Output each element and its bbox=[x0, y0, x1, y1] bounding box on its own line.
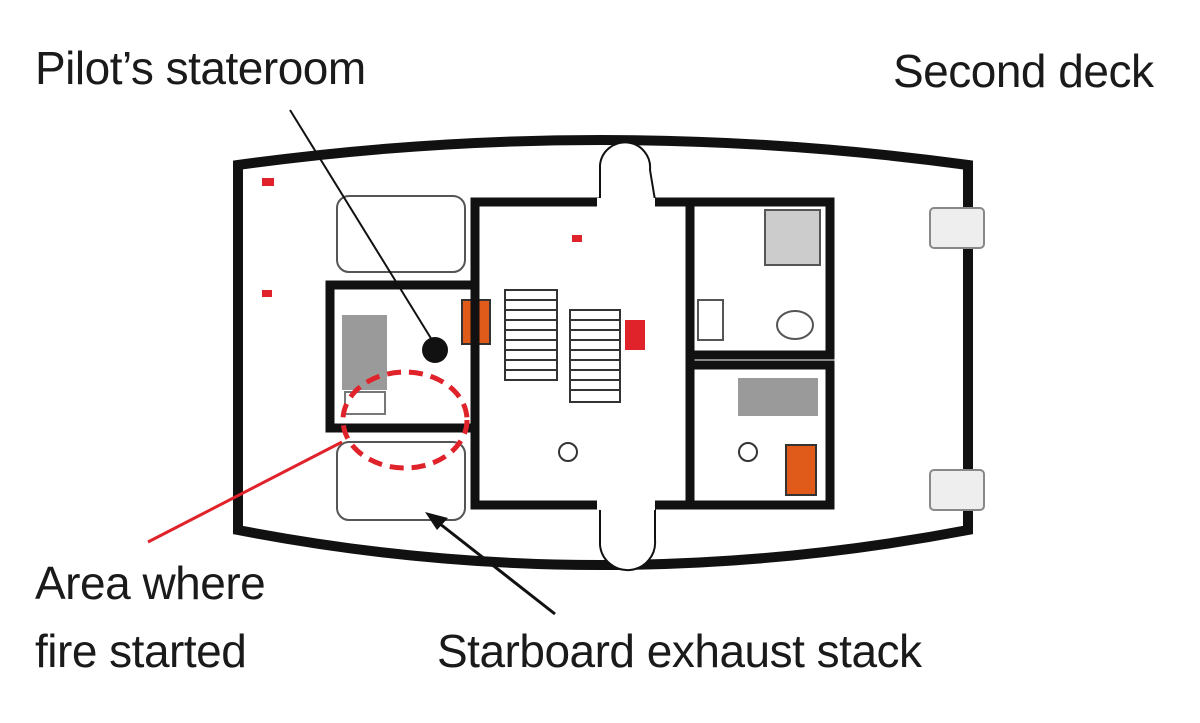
door-top bbox=[599, 141, 656, 201]
fire-extinguisher-panel bbox=[625, 320, 645, 350]
stairs-lower bbox=[569, 309, 621, 403]
equipment-orange-2 bbox=[785, 444, 817, 496]
pilot-leader-line bbox=[289, 109, 433, 341]
label-exhaust-stack: Starboard exhaust stack bbox=[437, 625, 922, 677]
hull-fitting-upper bbox=[929, 207, 985, 249]
label-fire-area-line1: Area where bbox=[35, 557, 266, 609]
exhaust-arrowhead bbox=[425, 512, 448, 530]
toilet bbox=[776, 310, 814, 340]
hull-fitting-lower bbox=[929, 469, 985, 511]
door-bottom bbox=[599, 505, 657, 572]
washbasin bbox=[697, 299, 724, 341]
shower bbox=[764, 209, 821, 266]
label-fire-area-line2: fire started bbox=[35, 625, 247, 677]
cabin-room bbox=[685, 360, 835, 510]
label-second-deck: Second deck bbox=[893, 45, 1154, 97]
label-pilot-stateroom: Pilot’s stateroom bbox=[35, 42, 366, 94]
port-exhaust-stack bbox=[336, 195, 466, 273]
red-marker bbox=[262, 290, 272, 297]
drain-icon bbox=[558, 442, 578, 462]
bunk bbox=[738, 378, 818, 416]
red-marker bbox=[262, 178, 274, 186]
red-marker bbox=[572, 235, 582, 242]
pilot-location-dot bbox=[422, 337, 448, 363]
fire-area-ellipse bbox=[340, 369, 470, 471]
head-compartment bbox=[685, 197, 835, 360]
starboard-exhaust-stack bbox=[336, 441, 466, 521]
exhaust-leader-line bbox=[434, 518, 556, 616]
bed bbox=[342, 315, 387, 390]
fire-leader-line bbox=[147, 440, 343, 544]
stairs-upper bbox=[504, 289, 558, 381]
drain-icon bbox=[738, 442, 758, 462]
